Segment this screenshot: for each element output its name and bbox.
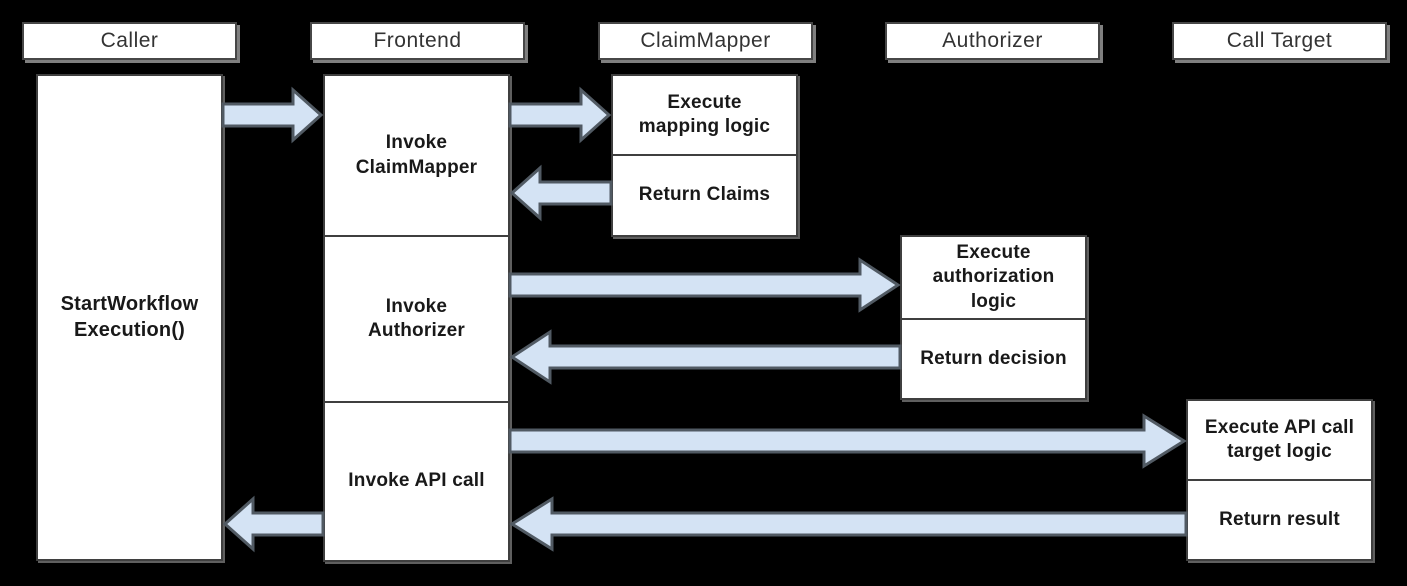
- caller-step-startworkflowexecution: StartWorkflow Execution(): [38, 76, 221, 559]
- authorizer-step-return-label: Return decision: [920, 347, 1067, 369]
- lifeline-header-claimmapper: ClaimMapper: [598, 22, 813, 60]
- authorizer-activation-box: Execute authorization logic Return decis…: [900, 235, 1087, 400]
- frontend-step-invoke-authorizer-label: Invoke Authorizer: [368, 295, 465, 341]
- frontend-step-invoke-api-call-label: Invoke API call: [348, 470, 485, 492]
- claimmapper-step-return-label: Return Claims: [638, 184, 771, 206]
- claimmapper-step-execute-label: Execute mapping logic: [638, 91, 771, 137]
- arrow-frontend-to-calltarget-icon: [508, 413, 1187, 469]
- lifeline-label-caller: Caller: [100, 29, 159, 52]
- frontend-activation-box: Invoke ClaimMapper Invoke Authorizer Inv…: [323, 74, 510, 562]
- arrow-frontend-to-caller-icon: [222, 495, 325, 553]
- claimmapper-step-execute-mapping-logic: Execute mapping logic: [613, 76, 796, 154]
- lifeline-header-calltarget: Call Target: [1172, 22, 1387, 60]
- calltarget-step-execute-label: Execute API call target logic: [1204, 416, 1355, 462]
- arrow-authorizer-to-frontend-icon: [509, 329, 902, 385]
- frontend-step-invoke-authorizer: Invoke Authorizer: [325, 235, 508, 401]
- claimmapper-activation-box: Execute mapping logic Return Claims: [611, 74, 798, 237]
- lifeline-label-claimmapper: ClaimMapper: [640, 29, 771, 52]
- arrow-caller-to-frontend-icon: [221, 86, 324, 144]
- lifeline-label-calltarget: Call Target: [1226, 29, 1333, 52]
- calltarget-step-return-result: Return result: [1188, 479, 1371, 559]
- lifeline-header-frontend: Frontend: [310, 22, 525, 60]
- frontend-step-invoke-api-call: Invoke API call: [325, 401, 508, 560]
- lifeline-label-frontend: Frontend: [373, 29, 462, 52]
- frontend-step-invoke-claimmapper-label: Invoke ClaimMapper: [355, 132, 478, 178]
- arrow-frontend-to-authorizer-icon: [508, 257, 901, 313]
- authorizer-step-execute-label: Execute authorization logic: [932, 242, 1055, 312]
- frontend-step-invoke-claimmapper: Invoke ClaimMapper: [325, 76, 508, 235]
- caller-activation-box: StartWorkflow Execution(): [36, 74, 223, 561]
- authorizer-step-return-decision: Return decision: [902, 318, 1085, 398]
- calltarget-activation-box: Execute API call target logic Return res…: [1186, 399, 1373, 561]
- calltarget-step-return-label: Return result: [1219, 508, 1340, 530]
- calltarget-step-execute-api-call-target-logic: Execute API call target logic: [1188, 401, 1371, 479]
- arrow-claimmapper-to-frontend-icon: [509, 164, 613, 222]
- lifeline-header-caller: Caller: [22, 22, 237, 60]
- claimmapper-step-return-claims: Return Claims: [613, 154, 796, 235]
- caller-step-label: StartWorkflow Execution(): [60, 292, 199, 341]
- lifeline-label-authorizer: Authorizer: [942, 29, 1043, 52]
- arrow-frontend-to-claimmapper-icon: [508, 86, 612, 144]
- lifeline-header-authorizer: Authorizer: [885, 22, 1100, 60]
- authorizer-step-execute-authorization-logic: Execute authorization logic: [902, 237, 1085, 318]
- arrow-calltarget-to-frontend-icon: [509, 496, 1188, 552]
